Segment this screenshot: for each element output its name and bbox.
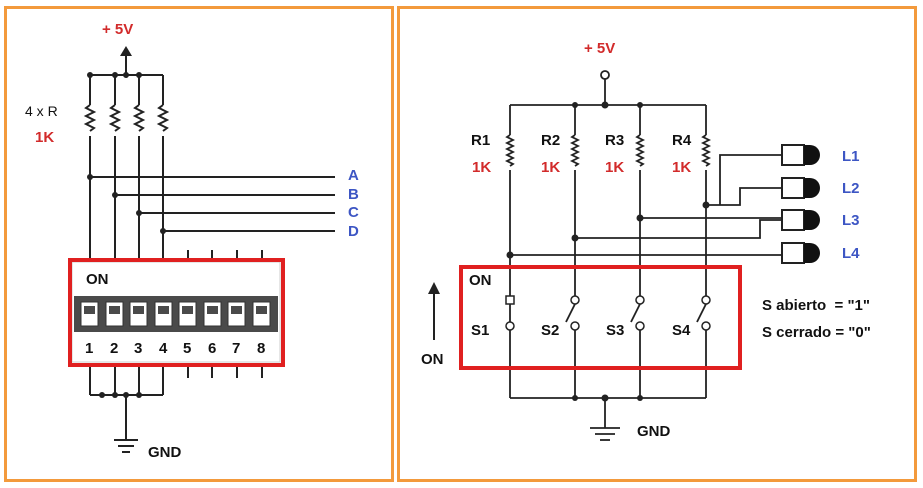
bus-line-b-label: B (348, 186, 359, 203)
dip-number: 1 (85, 340, 94, 357)
dip-switch-lever-tabs (84, 306, 267, 314)
resistor-name-r4: R4 (672, 132, 692, 149)
dip-on-label: ON (86, 271, 109, 288)
bus-line-d-label: D (348, 223, 359, 240)
arrow-on-label: ON (421, 351, 444, 368)
dip-number: 6 (208, 340, 217, 357)
dip-number: 3 (134, 340, 143, 357)
resistor-value-r1: 1K (472, 159, 492, 176)
led-label-l1: L1 (842, 148, 860, 165)
dip-number: 7 (232, 340, 241, 357)
dip-number: 8 (257, 340, 266, 357)
left-panel (4, 6, 394, 482)
led-label-l4: L4 (842, 245, 860, 262)
switch-label-s4: S4 (672, 322, 691, 339)
bus-line-a-label: A (348, 167, 359, 184)
right-junction-dots (506, 101, 710, 402)
led-label-l3: L3 (842, 212, 860, 229)
switch-label-s1: S1 (471, 322, 490, 339)
bus-line-c-label: C (348, 204, 359, 221)
resistor-name-r2: R2 (541, 132, 561, 149)
led-label-l2: L2 (842, 180, 860, 197)
resistor-icon (83, 104, 97, 132)
supply-arrow-icon (120, 46, 132, 56)
switch-label-s2: S2 (541, 322, 560, 339)
resistor-icon (569, 134, 581, 167)
right-supply-label: + 5V (584, 40, 616, 57)
dip-number: 5 (183, 340, 192, 357)
legend-open-text: S abierto = "1" (762, 297, 871, 314)
left-ground-label: GND (148, 444, 182, 461)
legend-closed-text: S cerrado = "0" (762, 324, 871, 341)
resistor-count-label: 4 x R (25, 103, 58, 119)
left-circuit-wires (83, 46, 335, 453)
right-ground-label: GND (637, 423, 671, 440)
on-direction-arrow-icon (428, 282, 440, 340)
switch-contact-circles (505, 295, 711, 331)
resistor-icon (700, 134, 712, 167)
left-supply-label: + 5V (102, 21, 134, 38)
resistor-icon (504, 134, 516, 167)
resistor-icon (108, 104, 122, 132)
resistor-name-r1: R1 (471, 132, 491, 149)
switch-highlight-box (459, 265, 742, 370)
dip-number: 4 (159, 340, 168, 357)
resistor-value-r4: 1K (672, 159, 692, 176)
resistor-value-r3: 1K (605, 159, 625, 176)
switch-label-s3: S3 (606, 322, 625, 339)
dip-highlight-box (68, 258, 285, 367)
right-circuit-wires (504, 70, 782, 441)
right-panel (397, 6, 917, 482)
resistor-name-r3: R3 (605, 132, 625, 149)
switch-on-label: ON (469, 272, 492, 289)
closed-switch-icon (505, 295, 515, 305)
resistor-icon (156, 104, 170, 132)
resistor-value-r2: 1K (541, 159, 561, 176)
dip-number: 2 (110, 340, 119, 357)
left-junction-dots (87, 72, 166, 398)
resistor-value-label: 1K (35, 129, 55, 146)
resistor-icon (132, 104, 146, 132)
led-icons (781, 144, 820, 264)
dip-switch-strip (74, 296, 278, 332)
resistor-icon (634, 134, 646, 167)
